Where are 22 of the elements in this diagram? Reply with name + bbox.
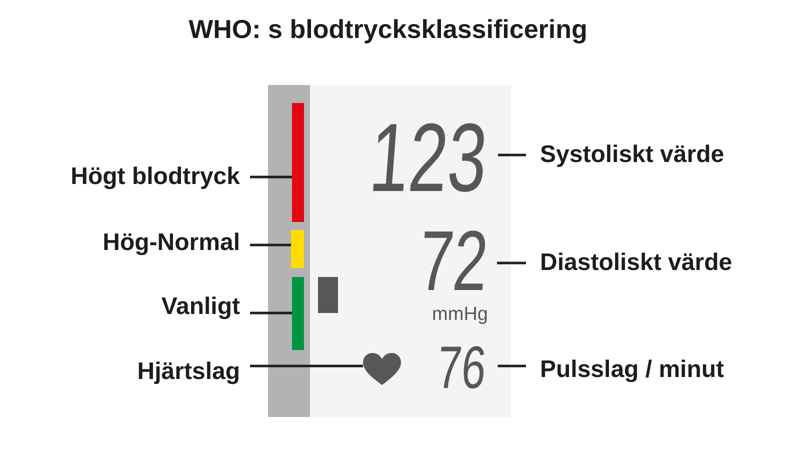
category-label: Hjärtslag: [137, 358, 240, 386]
category-label: Hög-Normal: [102, 229, 240, 257]
indicator-bar: [292, 103, 304, 222]
reading-label: Diastoliskt värde: [540, 249, 732, 277]
leader-line: [250, 364, 363, 368]
category-label: Vanligt: [161, 293, 240, 321]
digit-readout: 76: [436, 344, 488, 392]
leader-line: [250, 312, 292, 314]
category-label: Högt blodtryck: [70, 163, 240, 191]
leader-line: [498, 154, 526, 156]
indicator-bar: [292, 277, 304, 350]
unit-label: mmHg: [432, 305, 488, 325]
indicator-bar: [291, 230, 304, 268]
leader-line: [498, 364, 526, 368]
title: WHO: s blodtrycksklassificering: [188, 13, 588, 45]
reading-label: Pulsslag / minut: [540, 356, 724, 384]
leader-line: [250, 244, 291, 246]
leader-line: [497, 262, 526, 264]
digit-readout: 123: [368, 119, 490, 197]
leader-line: [250, 176, 292, 178]
reading-label: Systoliskt värde: [540, 141, 724, 169]
digit-readout: 72: [417, 228, 491, 296]
